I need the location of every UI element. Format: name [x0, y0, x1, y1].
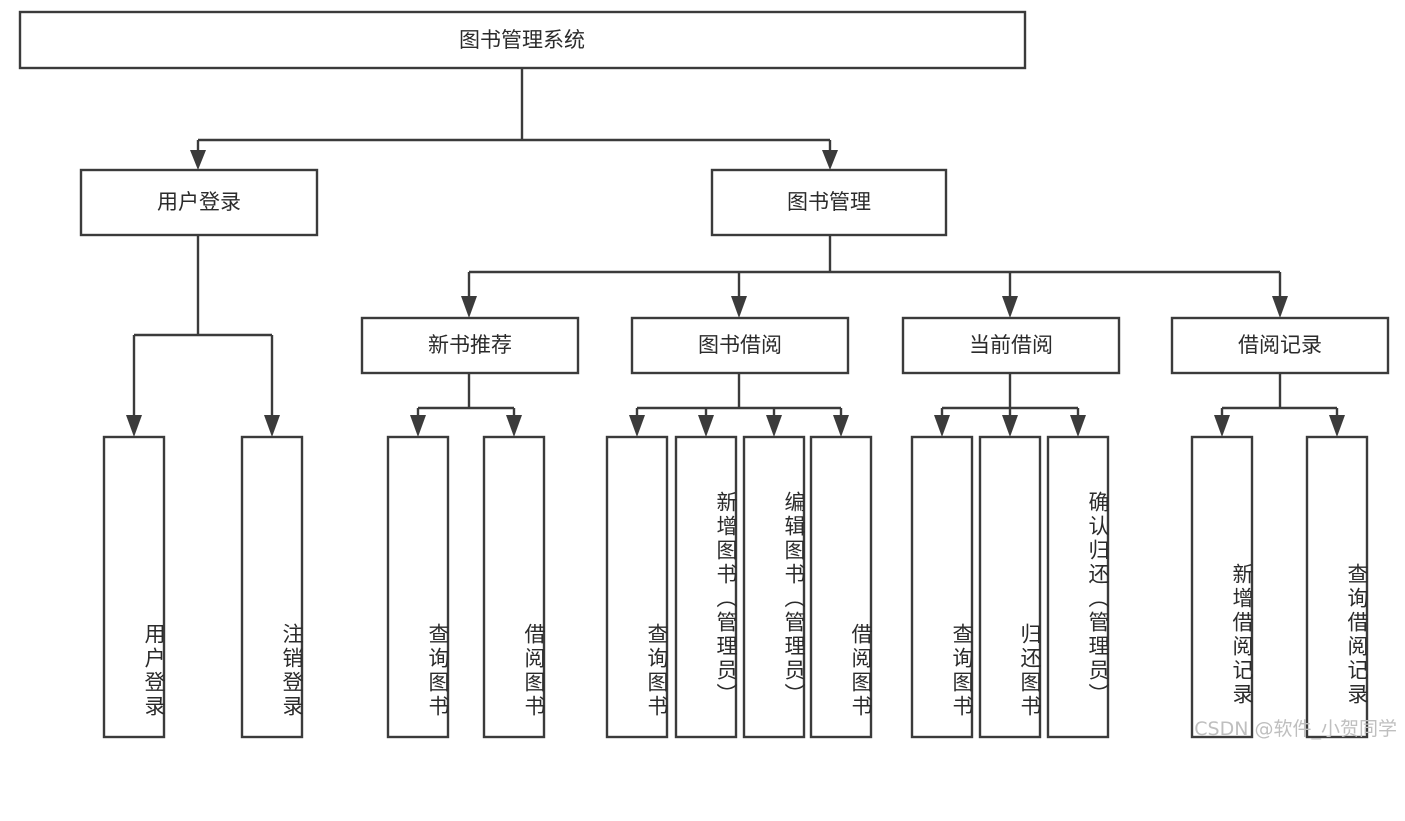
- node-leaf-query-record-box[interactable]: [1305, 435, 1369, 739]
- node-leaf-return-book-box[interactable]: [978, 435, 1042, 739]
- node-book-borrow-label: 图书借阅: [698, 333, 782, 357]
- arrow-current-borrow: [1002, 296, 1018, 318]
- arrow-leaf-query-book-3: [934, 415, 950, 437]
- node-book-borrow-box[interactable]: [630, 316, 850, 375]
- node-user-login[interactable]: 用户登录: [79, 168, 319, 237]
- connectors: [126, 68, 1345, 437]
- node-leaf-user-login-box[interactable]: [102, 435, 166, 739]
- node-new-book-rec-box[interactable]: [360, 316, 580, 375]
- node-leaf-add-book-box[interactable]: [674, 435, 738, 739]
- arrow-leaf-return-book: [1002, 415, 1018, 437]
- org-chart-svg: 图书管理系统 用户登录 图书管理 新书推荐 图书借阅 当前借阅 借阅记录: [18, 10, 1390, 739]
- arrow-leaf-logout: [264, 415, 280, 437]
- arrow-leaf-edit-book: [766, 415, 782, 437]
- node-new-book-rec[interactable]: 新书推荐: [360, 316, 580, 375]
- node-leaf-edit-book-box[interactable]: [742, 435, 806, 739]
- node-book-manage-box[interactable]: [710, 168, 948, 237]
- node-leaf-confirm-return-box[interactable]: [1046, 435, 1110, 739]
- node-new-book-rec-label: 新书推荐: [428, 333, 512, 357]
- node-book-borrow[interactable]: 图书借阅: [630, 316, 850, 375]
- arrow-leaf-user-login: [126, 415, 142, 437]
- arrow-leaf-add-record: [1214, 415, 1230, 437]
- node-leaf-borrow-book-1-box[interactable]: [482, 435, 546, 739]
- node-current-borrow-label: 当前借阅: [969, 333, 1053, 357]
- node-root-box[interactable]: [18, 10, 1027, 70]
- arrow-book-manage: [822, 150, 838, 170]
- node-leaf-add-record-box[interactable]: [1190, 435, 1254, 739]
- node-root-label: 图书管理系统: [459, 28, 585, 52]
- arrow-leaf-query-book-1: [410, 415, 426, 437]
- arrow-new-book-rec: [461, 296, 477, 318]
- node-current-borrow[interactable]: 当前借阅: [901, 316, 1121, 375]
- node-current-borrow-box[interactable]: [901, 316, 1121, 375]
- arrow-leaf-query-record: [1329, 415, 1345, 437]
- node-book-manage[interactable]: 图书管理: [710, 168, 948, 237]
- arrow-leaf-confirm-return: [1070, 415, 1086, 437]
- node-borrow-record-box[interactable]: [1170, 316, 1390, 375]
- arrow-leaf-add-book: [698, 415, 714, 437]
- node-leaf-logout-box[interactable]: [240, 435, 304, 739]
- arrow-leaf-borrow-book-2: [833, 415, 849, 437]
- arrow-user-login: [190, 150, 206, 170]
- node-user-login-box[interactable]: [79, 168, 319, 237]
- node-root[interactable]: 图书管理系统: [18, 10, 1027, 70]
- node-borrow-record-label: 借阅记录: [1238, 333, 1322, 357]
- arrow-book-borrow: [731, 296, 747, 318]
- node-leaf-query-book-1-box[interactable]: [386, 435, 450, 739]
- arrow-leaf-query-book-2: [629, 415, 645, 437]
- node-book-manage-label: 图书管理: [787, 190, 871, 214]
- node-leaf-query-book-2-box[interactable]: [605, 435, 669, 739]
- arrow-leaf-borrow-book-1: [506, 415, 522, 437]
- node-borrow-record[interactable]: 借阅记录: [1170, 316, 1390, 375]
- node-leaf-query-book-3-box[interactable]: [910, 435, 974, 739]
- csdn-watermark: CSDN @软件_小贺同学: [1194, 718, 1397, 740]
- node-leaf-borrow-book-2-box[interactable]: [809, 435, 873, 739]
- arrow-borrow-record: [1272, 296, 1288, 318]
- node-user-login-label: 用户登录: [157, 190, 241, 214]
